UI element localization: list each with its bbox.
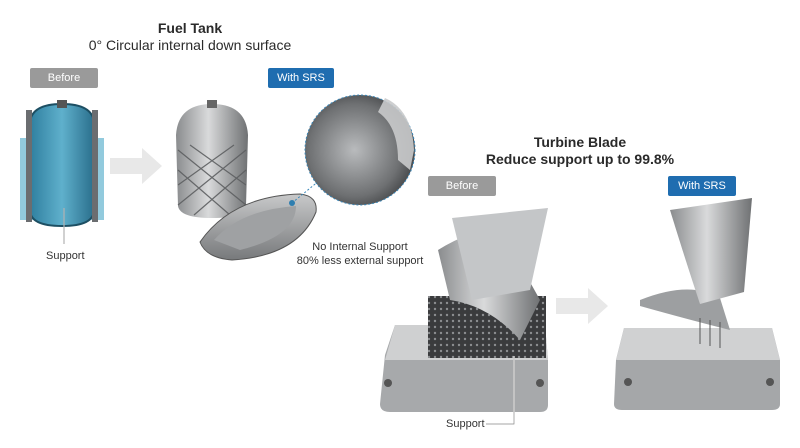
turbine-blade-title: Turbine Blade Reduce support up to 99.8% <box>480 134 680 168</box>
fuel-tank-caption-line1: No Internal Support <box>312 241 408 253</box>
turbine-blade-title-line1: Turbine Blade <box>533 134 627 150</box>
arrow-right-icon <box>110 148 162 184</box>
fuel-tank-srs-image <box>176 100 317 261</box>
turbine-blade-srs-badge: With SRS <box>668 176 736 196</box>
turbine-blade-before-image <box>380 208 548 412</box>
zoom-detail-circle <box>304 94 416 206</box>
turbine-blade-support-label: Support <box>446 418 485 430</box>
fuel-tank-title-line2: 0° Circular internal down surface <box>88 37 292 53</box>
fuel-tank-before-image <box>20 100 104 228</box>
turbine-blade-title-line2: Reduce support up to 99.8% <box>485 151 675 167</box>
turbine-blade-before-badge: Before <box>428 176 496 196</box>
fuel-tank-support-label: Support <box>46 250 85 262</box>
fuel-tank-title: Fuel Tank 0° Circular internal down surf… <box>60 20 320 54</box>
turbine-blade-srs-image <box>614 198 780 410</box>
fuel-tank-title-line1: Fuel Tank <box>157 20 223 36</box>
fuel-tank-before-badge: Before <box>30 68 98 88</box>
fuel-tank-caption: No Internal Support 80% less external su… <box>290 240 430 268</box>
fuel-tank-caption-line2: 80% less external support <box>296 255 424 267</box>
arrow-right-icon <box>556 288 608 324</box>
fuel-tank-srs-badge: With SRS <box>268 68 334 88</box>
